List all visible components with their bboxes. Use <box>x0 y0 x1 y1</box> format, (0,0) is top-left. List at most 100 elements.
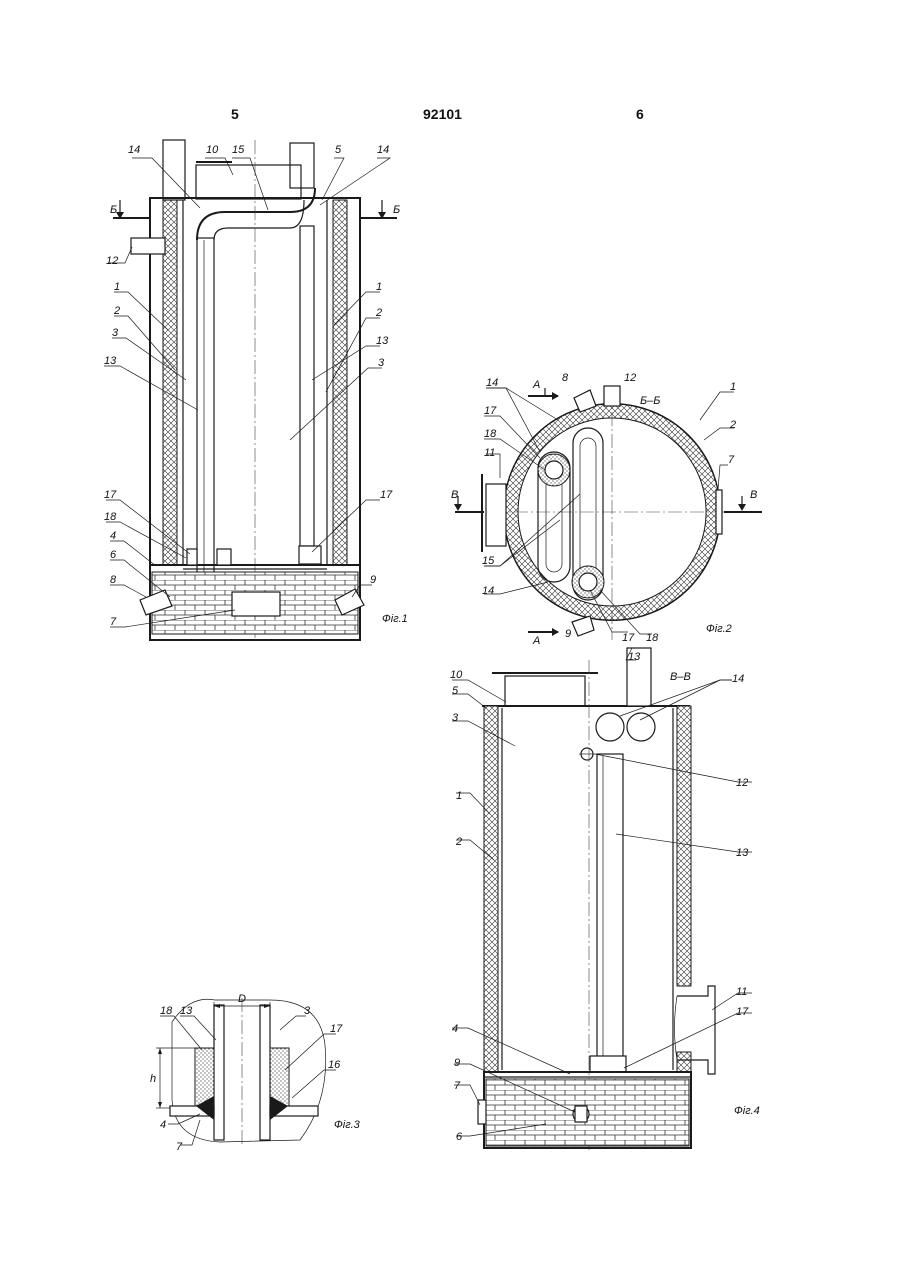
fig1-label-6: 6 <box>110 549 117 561</box>
fig1-label-17b: 17 <box>380 489 393 501</box>
fig2-label-1: 1 <box>730 381 736 393</box>
fig3-packing-right <box>270 1048 289 1106</box>
fig1-section-mark-left: Б <box>110 204 117 216</box>
fig1-flue-pipe-left <box>163 140 185 200</box>
fig1-label-1b: 1 <box>376 281 382 293</box>
fig1-label-4: 4 <box>110 530 116 542</box>
fig1-label-8: 8 <box>110 574 117 586</box>
fig1-label-12: 12 <box>106 255 118 267</box>
fig2-label-12: 12 <box>624 372 636 384</box>
fig2-label-11: 11 <box>484 447 495 459</box>
fig4-caption: Фіг.4 <box>734 1105 760 1117</box>
fig1-tube-13 <box>197 238 214 580</box>
fig4-tube-14-left <box>596 713 624 741</box>
fig1-label-10: 10 <box>206 144 219 156</box>
fig1-insulation-right <box>333 200 347 565</box>
fig1-label-14a: 14 <box>128 144 140 156</box>
fig3-tube-wall-right <box>260 1005 270 1140</box>
fig1-insulation-left <box>163 200 177 565</box>
fig4-insulation-right-upper <box>677 706 691 986</box>
figure-1: Б Б 14 10 15 <box>104 140 408 640</box>
fig4-insulation-left <box>484 706 498 1072</box>
fig2-pipe-12 <box>604 386 620 406</box>
fig3-label-h: h <box>150 1073 156 1085</box>
fig4-label-14: 14 <box>732 673 744 685</box>
fig1-label-13a: 13 <box>104 355 117 367</box>
fig2-door-7 <box>716 490 722 534</box>
fig4-label-3: 3 <box>452 712 459 724</box>
fig1-label-14b: 14 <box>377 144 389 156</box>
fig3-label-16: 16 <box>328 1059 341 1071</box>
fig1-label-18: 18 <box>104 511 117 523</box>
fig1-label-17a: 17 <box>104 489 117 501</box>
fig3-label-13: 13 <box>180 1005 193 1017</box>
fig2-flue-11 <box>486 484 506 546</box>
fig1-label-1a: 1 <box>114 281 120 293</box>
fig4-label-12: 12 <box>736 777 748 789</box>
fig3-label-3: 3 <box>304 1005 311 1017</box>
fig1-label-15: 15 <box>232 144 245 156</box>
fig1-door-7 <box>232 592 280 616</box>
fig2-section-v-left: В <box>451 489 458 501</box>
fig2-label-17a: 17 <box>484 405 497 417</box>
figure-2: 14 17 18 11 8 12 1 2 7 15 14 9 17 18 Б–Б… <box>451 372 762 647</box>
fig1-label-2b: 2 <box>375 307 382 319</box>
fig4-label-5: 5 <box>452 685 459 697</box>
fig1-label-7: 7 <box>110 616 117 628</box>
fig1-label-3b: 3 <box>378 357 385 369</box>
fig2-label-9: 9 <box>565 628 571 640</box>
fig2-label-18b: 18 <box>646 632 659 644</box>
fig2-section-v-right: В <box>750 489 757 501</box>
fig4-tube-13 <box>597 754 623 1058</box>
fig1-chamber-10 <box>196 165 301 199</box>
fig3-label-d: D <box>238 993 246 1005</box>
fig4-chamber-10 <box>505 676 585 706</box>
fig2-caption: Фіг.2 <box>706 623 732 635</box>
fig1-pipe-12 <box>131 238 165 254</box>
fig4-label-10: 10 <box>450 669 463 681</box>
fig2-label-18a: 18 <box>484 428 497 440</box>
fig4-label-17: 17 <box>736 1006 749 1018</box>
fig3-packing-left <box>195 1048 214 1106</box>
fig4-label-6: 6 <box>456 1131 463 1143</box>
fig1-label-2a: 2 <box>113 305 120 317</box>
fig2-label-17b: 17 <box>622 632 635 644</box>
fig4-label-13b: 13 <box>736 847 749 859</box>
fig4-label-1: 1 <box>456 790 462 802</box>
fig2-label-7: 7 <box>728 454 735 466</box>
fig3-label-18: 18 <box>160 1005 173 1017</box>
fig3-tube-wall-left <box>214 1005 224 1140</box>
figure-3: 18 13 D 3 17 16 h 4 7 Фіг.3 <box>150 993 361 1153</box>
fig1-label-5: 5 <box>335 144 342 156</box>
fig3-caption: Фіг.3 <box>334 1119 361 1131</box>
fig4-tube-14-right <box>627 713 655 741</box>
fig2-label-14a: 14 <box>486 377 498 389</box>
fig1-label-3a: 3 <box>112 327 119 339</box>
fig4-label-9: 9 <box>454 1057 460 1069</box>
fig4-support-17 <box>590 1056 626 1072</box>
fig1-label-13b: 13 <box>376 335 389 347</box>
fig2-title: Б–Б <box>640 395 660 407</box>
fig1-section-mark-right: Б <box>393 204 400 216</box>
fig3-label-17: 17 <box>330 1023 343 1035</box>
fig2-label-14b: 14 <box>482 585 494 597</box>
fig4-label-7: 7 <box>454 1080 461 1092</box>
figure-4: 10 5 13 14 3 12 1 13 2 11 17 4 9 7 6 В–В… <box>450 648 760 1150</box>
fig4-label-2: 2 <box>455 836 462 848</box>
fig4-title: В–В <box>670 671 691 683</box>
fig1-label-9: 9 <box>370 574 376 586</box>
fig3-label-7: 7 <box>176 1141 183 1153</box>
fig2-label-15: 15 <box>482 555 495 567</box>
fig4-label-4: 4 <box>452 1023 458 1035</box>
fig1-caption: Фіг.1 <box>382 613 408 625</box>
fig4-label-13a: 13 <box>628 651 641 663</box>
fig4-label-11: 11 <box>736 986 747 998</box>
fig2-section-a-bottom: А <box>532 635 540 647</box>
fig3-label-4: 4 <box>160 1119 166 1131</box>
fig2-label-8: 8 <box>562 372 569 384</box>
fig2-section-a-top: А <box>532 379 540 391</box>
fig2-label-2: 2 <box>729 419 736 431</box>
fig2-nozzle-9 <box>572 616 594 636</box>
fig1-tube-right <box>300 226 314 546</box>
